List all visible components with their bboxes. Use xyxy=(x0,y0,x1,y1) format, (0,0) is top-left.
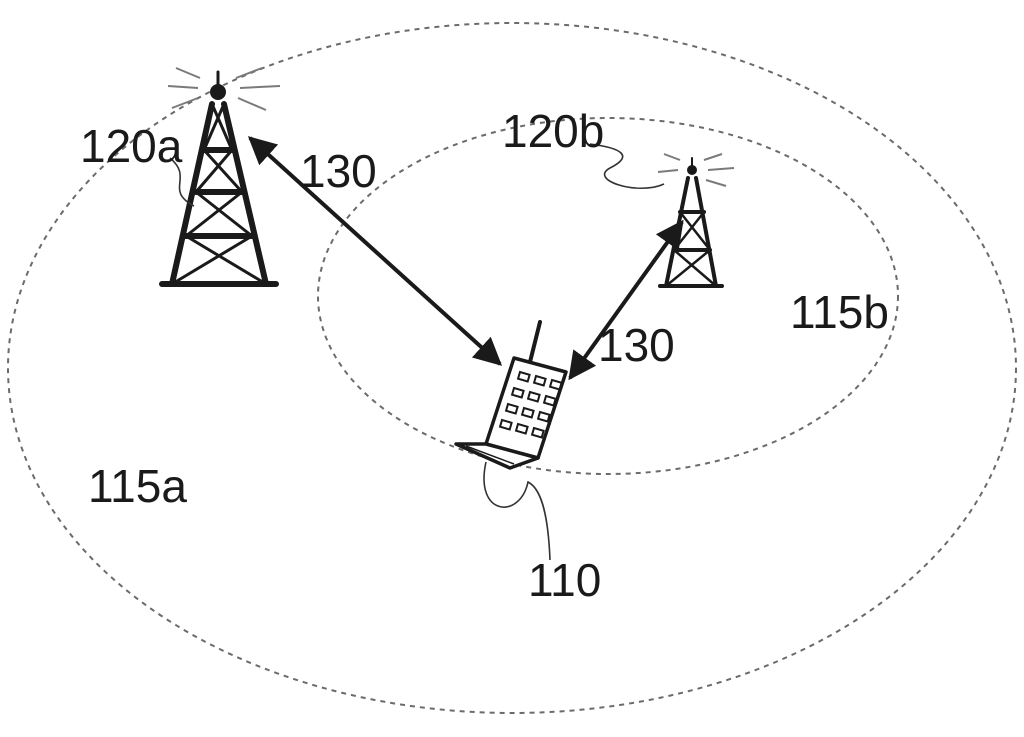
leader-line-device xyxy=(483,461,551,561)
link-arrow-tower-a xyxy=(247,136,503,366)
cell-tower-small-icon xyxy=(658,157,724,288)
label-cell-a: 115a xyxy=(88,460,187,512)
label-link-b: 130 xyxy=(598,319,675,371)
link-arrow-tower-b xyxy=(568,219,684,381)
label-cell-b: 115b xyxy=(790,286,889,338)
label-link-a: 130 xyxy=(300,145,377,197)
leader-line-tower-b xyxy=(589,143,665,190)
label-tower-b: 120b xyxy=(502,105,604,157)
coverage-area-outer xyxy=(7,22,1017,714)
signal-waves-left-icon xyxy=(167,67,201,109)
coverage-area-inner xyxy=(317,117,899,475)
cell-tower-large-icon xyxy=(159,70,279,287)
signal-waves-right-icon xyxy=(235,67,281,111)
leader-line-tower-a xyxy=(169,157,195,207)
label-tower-a: 120a xyxy=(80,120,183,172)
label-device: 110 xyxy=(528,554,601,606)
mobile-device-icon xyxy=(454,320,568,470)
signal-waves-small-icon xyxy=(657,153,735,187)
